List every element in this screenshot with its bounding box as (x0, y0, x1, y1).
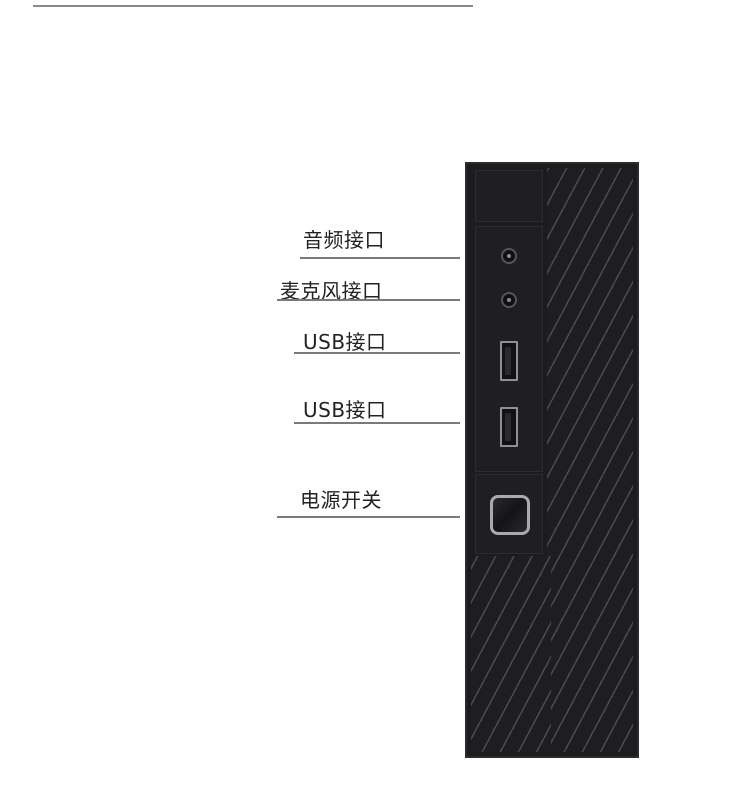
usb-port-2-icon (500, 407, 518, 447)
mini-pc-case (465, 162, 639, 758)
callout-label-audio: 音频接口 (303, 228, 385, 252)
callout-label-usb-2: USB接口 (303, 398, 387, 422)
diagonal-stripe-panel (547, 168, 633, 752)
leader-line-usb-2 (294, 422, 460, 424)
leader-line-power (277, 516, 460, 518)
top-divider (33, 5, 473, 7)
power-panel (475, 474, 543, 554)
audio-jack-icon (501, 248, 517, 264)
usb-port-1-icon (500, 341, 518, 381)
leader-line-audio (300, 257, 460, 259)
leader-line-mic (277, 299, 460, 301)
drive-bay-cover (475, 170, 543, 222)
front-io-panel (475, 226, 543, 472)
power-button-icon (490, 495, 530, 535)
callout-label-usb-1: USB接口 (303, 330, 387, 354)
mic-jack-icon (501, 292, 517, 308)
diagonal-stripe-panel-lower (471, 556, 551, 752)
leader-line-usb-1 (294, 352, 460, 354)
callout-label-power: 电源开关 (300, 488, 382, 512)
